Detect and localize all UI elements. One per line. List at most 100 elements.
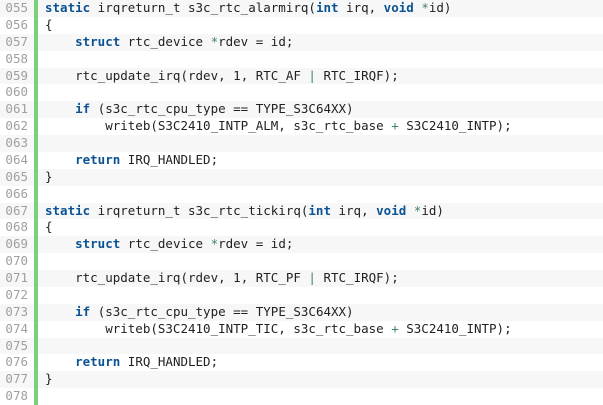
code-line-text[interactable]: static irqreturn_t s3c_rtc_tickirq(int i… <box>45 203 603 220</box>
code-line[interactable]: 065} <box>0 168 603 186</box>
code-line[interactable]: 072 <box>0 286 603 304</box>
code-line-text[interactable]: return IRQ_HANDLED; <box>45 354 603 371</box>
code-line[interactable]: 059 rtc_update_irq(rdev, 1, RTC_AF | RTC… <box>0 67 603 85</box>
code-line-text[interactable]: } <box>45 169 603 186</box>
code-line[interactable]: 060 <box>0 84 603 102</box>
code-token-plain: rtc_update_irq(rdev, <box>45 270 234 285</box>
code-line[interactable]: 077} <box>0 371 603 389</box>
code-line[interactable]: 069 struct rtc_device *rdev = id; <box>0 236 603 254</box>
code-line-text[interactable]: if (s3c_rtc_cpu_type == TYPE_S3C64XX) <box>45 304 603 321</box>
code-token-plain: writeb(S3C2410_INTP_ALM, s3c_rtc_base <box>45 118 392 134</box>
code-line[interactable]: 078 <box>0 388 603 405</box>
code-line-text[interactable]: struct rtc_device *rdev = id; <box>45 236 603 253</box>
gutter-spacer <box>38 219 45 236</box>
code-line[interactable]: 056{ <box>0 16 603 34</box>
code-line[interactable]: 071 rtc_update_irq(rdev, 1, RTC_PF | RTC… <box>0 270 603 287</box>
code-line[interactable]: 075 <box>0 337 603 355</box>
code-token-plain: id) <box>421 202 444 218</box>
code-token-num: 1 <box>233 67 241 83</box>
code-line[interactable]: 061 if (s3c_rtc_cpu_type == TYPE_S3C64XX… <box>0 101 603 119</box>
code-token-op: * <box>210 33 219 49</box>
code-line-text[interactable]: { <box>45 219 603 236</box>
code-line[interactable]: 058 <box>0 50 603 68</box>
code-line-text[interactable]: writeb(S3C2410_INTP_ALM, s3c_rtc_base + … <box>45 118 603 135</box>
gutter-accent-bar <box>34 67 38 85</box>
gutter-accent-bar <box>34 135 38 152</box>
line-number: 071 <box>5 270 28 285</box>
code-token-kw: return <box>75 151 121 167</box>
gutter-spacer <box>38 0 45 17</box>
code-line[interactable]: 057 struct rtc_device *rdev = id; <box>0 33 603 51</box>
code-token-plain: , RTC_PF <box>240 270 309 285</box>
code-token-plain: irq, <box>338 0 384 15</box>
gutter-accent-bar <box>34 219 38 237</box>
gutter-accent-bar <box>34 270 38 287</box>
line-number: 076 <box>5 354 28 370</box>
code-token-kw: int <box>315 0 339 15</box>
code-line[interactable]: 074 writeb(S3C2410_INTP_TIC, s3c_rtc_bas… <box>0 320 603 338</box>
code-line[interactable]: 073 if (s3c_rtc_cpu_type == TYPE_S3C64XX… <box>0 303 603 321</box>
code-line[interactable]: 063 <box>0 135 603 152</box>
gutter-spacer <box>38 388 45 405</box>
gutter-accent-bar <box>34 320 38 338</box>
code-token-plain: rdev = id; <box>218 33 294 49</box>
gutter-accent-bar <box>34 101 38 119</box>
code-token-op: * <box>210 236 219 252</box>
gutter-accent-bar <box>34 236 38 254</box>
code-token-plain: rtc_device <box>120 33 211 49</box>
gutter-spacer <box>38 203 45 220</box>
gutter-accent-bar <box>34 286 38 304</box>
code-line[interactable]: 076 return IRQ_HANDLED; <box>0 354 603 372</box>
code-line-text[interactable]: writeb(S3C2410_INTP_TIC, s3c_rtc_base + … <box>45 321 603 338</box>
line-number: 070 <box>5 253 28 269</box>
code-line-text[interactable]: } <box>45 371 603 388</box>
code-line-text[interactable]: return IRQ_HANDLED; <box>45 152 603 169</box>
gutter-spacer <box>38 321 45 338</box>
line-number: 066 <box>5 185 28 201</box>
line-number: 074 <box>5 320 28 336</box>
code-line[interactable]: 068{ <box>0 219 603 237</box>
code-line-text[interactable]: { <box>45 17 603 34</box>
code-token-plain: id) <box>428 0 452 15</box>
gutter-spacer <box>38 34 45 51</box>
code-token-plain: (s3c_rtc_cpu_type == TYPE_S3C64XX) <box>90 101 354 117</box>
code-token-plain: irq, <box>330 202 377 218</box>
line-number: 063 <box>5 135 28 150</box>
gutter-accent-bar <box>34 151 38 169</box>
line-number: 072 <box>5 286 28 302</box>
code-line[interactable]: 062 writeb(S3C2410_INTP_ALM, s3c_rtc_bas… <box>0 118 603 135</box>
line-number: 069 <box>5 236 28 252</box>
code-token-plain: irqreturn_t s3c_rtc_alarmirq( <box>90 0 316 15</box>
code-line-text[interactable]: struct rtc_device *rdev = id; <box>45 34 603 51</box>
gutter-spacer <box>38 338 45 355</box>
gutter-accent-bar <box>34 118 38 135</box>
code-line[interactable]: 064 return IRQ_HANDLED; <box>0 151 603 169</box>
code-line-text[interactable]: rtc_update_irq(rdev, 1, RTC_PF | RTC_IRQ… <box>45 270 603 287</box>
code-token-kw: static <box>45 0 91 15</box>
gutter-spacer <box>38 287 45 304</box>
code-token-plain: writeb(S3C2410_INTP_TIC, s3c_rtc_base <box>45 320 392 336</box>
code-token-kw: if <box>75 303 91 319</box>
code-token-plain <box>45 34 75 49</box>
code-token-op: | <box>308 270 316 285</box>
code-line-text[interactable]: if (s3c_rtc_cpu_type == TYPE_S3C64XX) <box>45 101 603 118</box>
code-token-kw: int <box>308 202 331 218</box>
gutter-accent-bar <box>34 337 38 355</box>
code-line[interactable]: 070 <box>0 253 603 270</box>
code-line-text[interactable]: static irqreturn_t s3c_rtc_alarmirq(int … <box>45 0 603 17</box>
gutter-spacer <box>38 51 45 68</box>
code-token-plain: (s3c_rtc_cpu_type == TYPE_S3C64XX) <box>90 303 354 319</box>
gutter-accent-bar <box>34 371 38 389</box>
code-token-plain: IRQ_HANDLED; <box>120 354 219 370</box>
gutter-accent-bar <box>34 168 38 186</box>
gutter-spacer <box>38 84 45 101</box>
line-number: 078 <box>5 388 28 404</box>
gutter-spacer <box>38 371 45 388</box>
line-number: 060 <box>5 84 28 100</box>
code-line-text[interactable]: rtc_update_irq(rdev, 1, RTC_AF | RTC_IRQ… <box>45 68 603 85</box>
code-line[interactable]: 066 <box>0 185 603 203</box>
